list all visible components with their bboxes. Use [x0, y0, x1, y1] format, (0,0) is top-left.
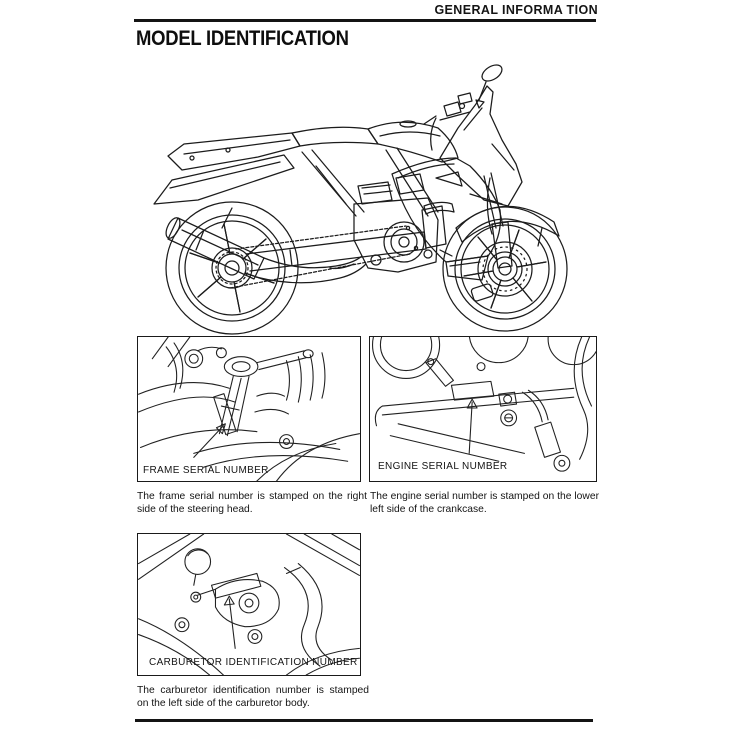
caption-engine-serial: The engine serial number is stamped on t…	[370, 491, 599, 516]
page-title: MODEL IDENTIFICATION	[136, 27, 349, 50]
caption-frame-serial: The frame serial number is stamped on th…	[137, 491, 367, 516]
carburetor-illustration-icon	[138, 534, 360, 675]
caption-carburetor-id: The carburetor identification number is …	[137, 685, 369, 710]
figure-label-engine-serial: ENGINE SERIAL NUMBER	[378, 461, 508, 472]
figure-label-carburetor-id: CARBURETOR IDENTIFICATION NUMBER	[149, 657, 358, 668]
steering-head-illustration-icon	[138, 337, 360, 481]
footer-rule	[135, 719, 593, 722]
figure-engine-serial: ENGINE SERIAL NUMBER	[369, 336, 597, 482]
motorcycle-illustration	[140, 58, 590, 338]
header-rule	[134, 19, 596, 22]
figure-frame-serial: FRAME SERIAL NUMBER	[137, 336, 361, 482]
motorcycle-line-art-icon	[153, 64, 568, 335]
figure-carburetor-id: CARBURETOR IDENTIFICATION NUMBER	[137, 533, 361, 676]
section-header: GENERAL INFORMA TION	[434, 3, 598, 17]
figure-label-frame-serial: FRAME SERIAL NUMBER	[143, 465, 269, 476]
crankcase-illustration-icon	[372, 337, 596, 472]
